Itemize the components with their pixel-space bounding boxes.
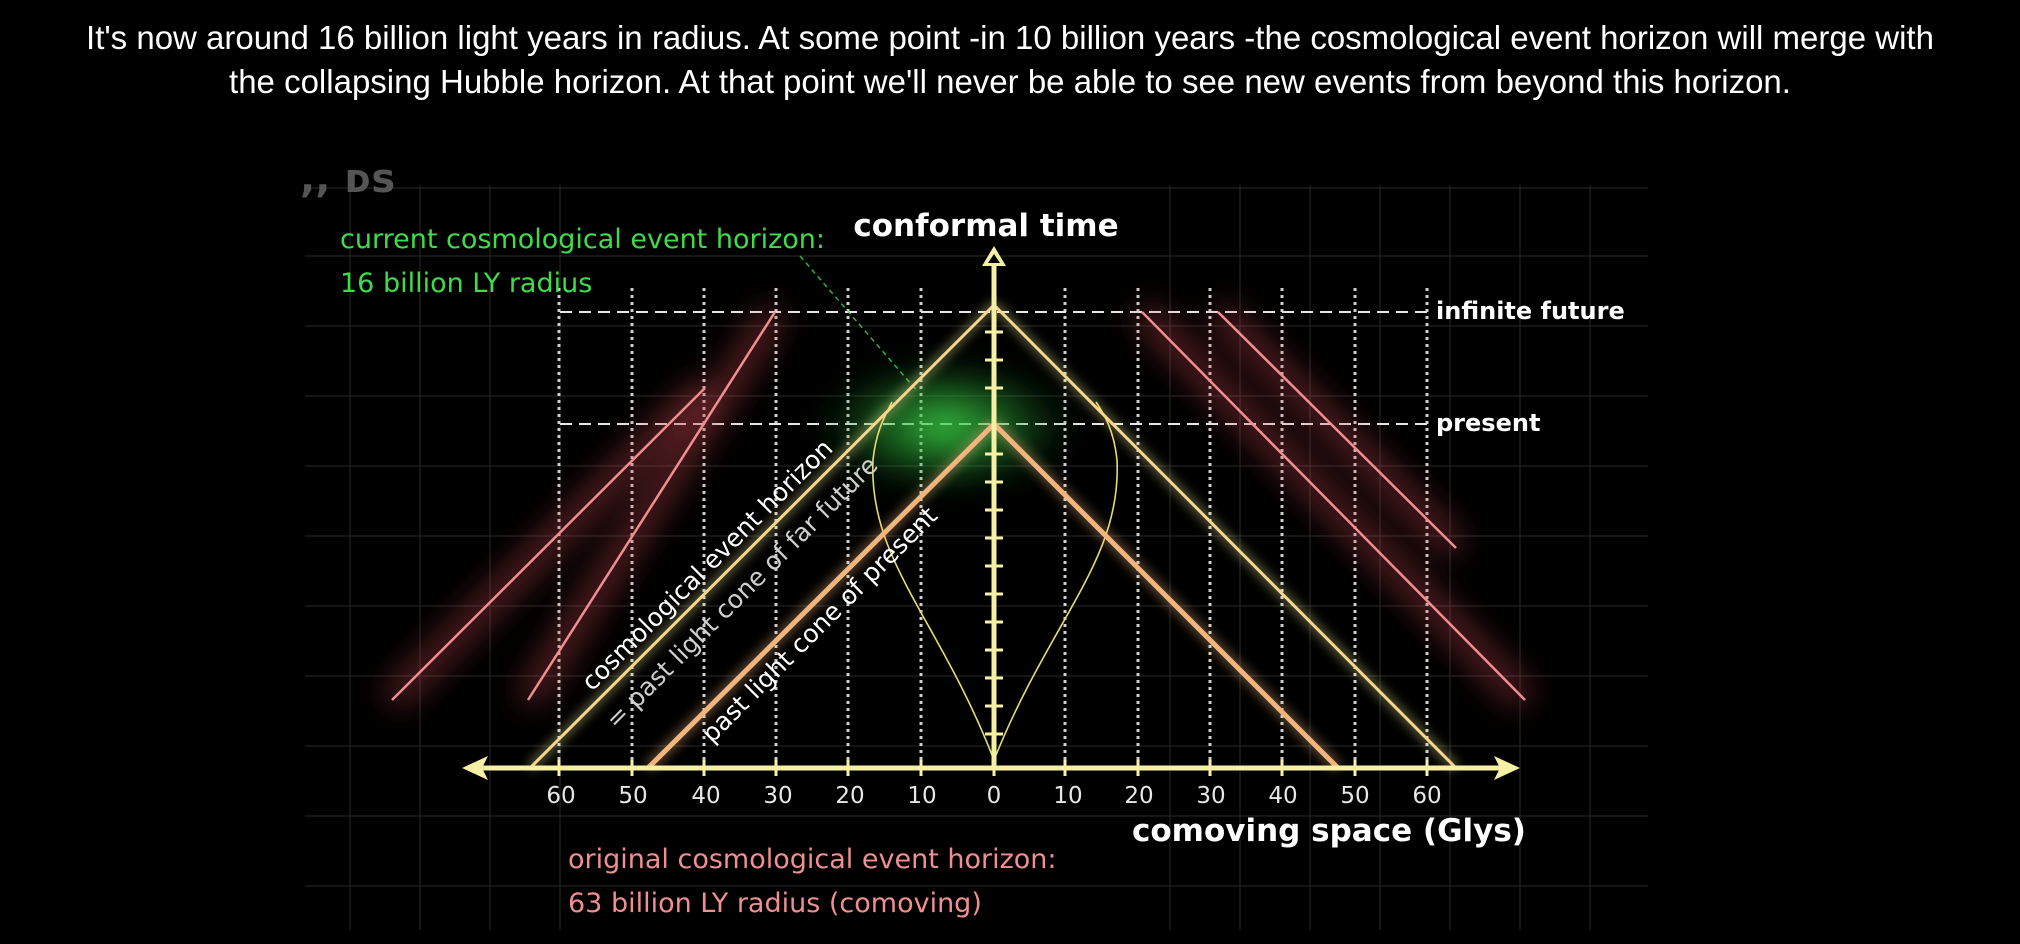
x-axis-title: comoving space (Glys) bbox=[1132, 813, 1526, 849]
caption-line-2: the collapsing Hubble horizon. At that p… bbox=[229, 63, 1791, 100]
x-tick-label: 60 bbox=[546, 783, 575, 809]
x-tick-labels: 60 50 40 30 20 10 0 10 20 30 40 50 60 bbox=[546, 783, 1441, 809]
space-axis-right-arrow-icon bbox=[1494, 756, 1520, 780]
x-tick-label: 50 bbox=[1340, 783, 1369, 809]
original-horizon-label-line1: original cosmological event horizon: bbox=[568, 844, 1057, 875]
space-axis bbox=[462, 756, 1520, 780]
x-tick-label: 60 bbox=[1412, 783, 1441, 809]
current-horizon-label-line1: current cosmological event horizon: bbox=[340, 224, 825, 255]
caption: It's now around 16 billion light years i… bbox=[40, 16, 1980, 104]
x-tick-label: 30 bbox=[763, 783, 792, 809]
x-tick-label: 30 bbox=[1196, 783, 1225, 809]
x-tick-label: 40 bbox=[691, 783, 720, 809]
current-horizon-label-line2: 16 billion LY radius bbox=[340, 268, 592, 299]
caption-line-1: It's now around 16 billion light years i… bbox=[86, 19, 1934, 56]
y-axis-title: conformal time bbox=[853, 208, 1118, 244]
x-tick-label: 10 bbox=[907, 783, 936, 809]
x-tick-label: 20 bbox=[835, 783, 864, 809]
space-axis-left-arrow-icon bbox=[462, 756, 488, 780]
infinite-future-label: infinite future bbox=[1436, 297, 1625, 325]
current-horizon-pointer bbox=[799, 255, 919, 393]
x-tick-label: 40 bbox=[1268, 783, 1297, 809]
x-tick-label: 50 bbox=[618, 783, 647, 809]
x-tick-label: 0 bbox=[987, 783, 1002, 809]
far-future-cone-lines bbox=[528, 303, 1458, 770]
x-tick-label: 20 bbox=[1124, 783, 1153, 809]
time-axis bbox=[982, 246, 1006, 770]
corner-fragment: ,, ᴅs bbox=[300, 156, 395, 202]
past-light-cone-lines bbox=[646, 422, 1340, 770]
present-label: present bbox=[1436, 409, 1540, 437]
original-horizon-label-line2: 63 billion LY radius (comoving) bbox=[568, 888, 982, 919]
red-diagonal-lines bbox=[391, 311, 1526, 701]
x-tick-label: 10 bbox=[1053, 783, 1082, 809]
